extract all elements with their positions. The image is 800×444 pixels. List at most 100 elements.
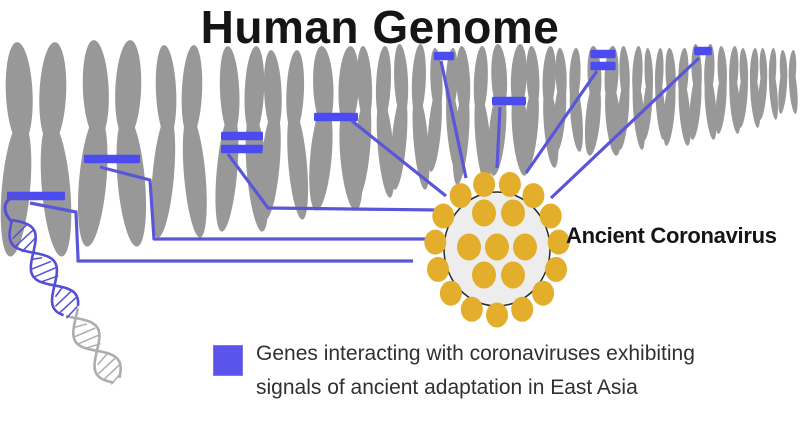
- chromosome: [452, 46, 492, 185]
- connector-line: [351, 119, 447, 198]
- chromatid-bottom-arm: [151, 114, 176, 238]
- gene-band: [314, 112, 358, 122]
- chromatid-bottom-arm: [287, 109, 309, 220]
- page-title: Human Genome: [200, 1, 560, 53]
- dna-rung: [74, 323, 88, 329]
- chromatid-bottom-arm: [427, 88, 442, 172]
- chromatid-bottom-arm: [663, 77, 676, 146]
- chromosomes: [0, 40, 798, 257]
- chromatid-bottom-arm: [729, 71, 741, 134]
- gene-band: [492, 96, 526, 106]
- dna-rung: [110, 373, 121, 385]
- chromatid-bottom-arm: [77, 114, 108, 247]
- dna-rung: [102, 364, 120, 381]
- chromatid-top-arm: [5, 42, 33, 145]
- dna-rung: [41, 275, 59, 283]
- dna-rung: [65, 305, 78, 319]
- spike-protein: [460, 296, 483, 322]
- chromatid-bottom-arm: [788, 64, 798, 114]
- chromatid-bottom-arm: [737, 69, 748, 128]
- virus-inner-dot: [513, 233, 537, 261]
- virus-inner-dot: [472, 261, 496, 289]
- connector-line: [439, 60, 468, 179]
- legend: Genes interacting with coronaviruses exh…: [213, 337, 695, 405]
- chromatid-bottom-arm: [584, 80, 601, 156]
- chromatid-bottom-arm: [758, 66, 768, 120]
- chromosome: [778, 50, 798, 114]
- chromatid-bottom-arm: [768, 66, 778, 120]
- spike-protein: [522, 183, 545, 209]
- gene-band: [433, 51, 455, 61]
- virus-inner-dot: [501, 199, 525, 227]
- chromatid-bottom-arm: [40, 120, 72, 257]
- dna-rung: [31, 257, 43, 261]
- chromatid-bottom-arm: [390, 93, 408, 190]
- dna-helix: [3, 195, 122, 385]
- dna-rung: [14, 229, 34, 248]
- gene-band: [590, 49, 616, 59]
- chromosome: [642, 48, 666, 140]
- spike-protein: [498, 171, 521, 197]
- chromatid-top-arm: [39, 42, 67, 145]
- spike-protein: [532, 280, 555, 306]
- chromatid-bottom-arm: [655, 74, 666, 140]
- dna-rung: [97, 353, 108, 366]
- spike-protein: [424, 229, 447, 255]
- spike-protein: [547, 229, 570, 255]
- chromatid-bottom-arm: [353, 97, 372, 198]
- chromosome: [390, 44, 430, 190]
- dna-rung: [78, 333, 101, 345]
- chromosome: [715, 46, 741, 134]
- chromatid-bottom-arm: [704, 72, 717, 140]
- chromosome: [77, 40, 147, 247]
- chromatid-top-arm: [219, 46, 240, 137]
- chromatid-bottom-arm: [750, 69, 761, 128]
- connector-line: [549, 56, 701, 200]
- gene-band: [590, 61, 616, 71]
- connector-line: [495, 106, 502, 169]
- chromosome: [737, 48, 761, 128]
- legend-text: Genes interacting with coronaviruses exh…: [256, 337, 695, 405]
- dna-rung: [12, 224, 28, 240]
- dna-loop: [3, 195, 28, 224]
- spike-protein: [545, 256, 567, 282]
- chromatid-bottom-arm: [259, 109, 281, 220]
- dna-strand: [11, 218, 80, 306]
- virus-inner-dot: [485, 233, 509, 261]
- dna-strand: [71, 308, 122, 379]
- coronavirus: [424, 171, 570, 328]
- legend-swatch: [213, 345, 243, 376]
- legend-line-1: Genes interacting with coronaviruses exh…: [256, 342, 695, 365]
- chromatid-top-arm: [82, 40, 109, 139]
- chromatid-bottom-arm: [0, 120, 32, 257]
- virus-inner-dot: [472, 199, 496, 227]
- spike-protein: [539, 203, 562, 229]
- chromatid-bottom-arm: [523, 85, 539, 168]
- spike-protein: [432, 203, 455, 229]
- spike-protein: [449, 183, 472, 209]
- dna-rung: [54, 290, 72, 307]
- chromosome: [663, 48, 691, 146]
- virus-label: Ancient Coronavirus: [566, 223, 777, 248]
- chromatid-bottom-arm: [412, 93, 430, 190]
- chromosome: [758, 48, 778, 120]
- virus-inner-dot: [501, 261, 525, 289]
- connector-line: [99, 165, 425, 241]
- chromatid-bottom-arm: [215, 112, 239, 232]
- chromatid-bottom-arm: [182, 114, 207, 238]
- chromosome: [584, 46, 622, 156]
- virus-inner-dot: [457, 233, 481, 261]
- chromosome: [689, 44, 717, 140]
- gene-band: [84, 154, 140, 164]
- chromatid-bottom-arm: [778, 64, 788, 114]
- connector-line: [29, 201, 413, 263]
- connector-line: [226, 153, 439, 212]
- dna-rung: [58, 297, 77, 315]
- dna-strand: [8, 219, 65, 317]
- spike-protein: [427, 256, 449, 282]
- spike-protein: [473, 171, 496, 197]
- legend-line-2: signals of ancient adaptation in East As…: [256, 376, 638, 399]
- chromosome: [215, 46, 269, 232]
